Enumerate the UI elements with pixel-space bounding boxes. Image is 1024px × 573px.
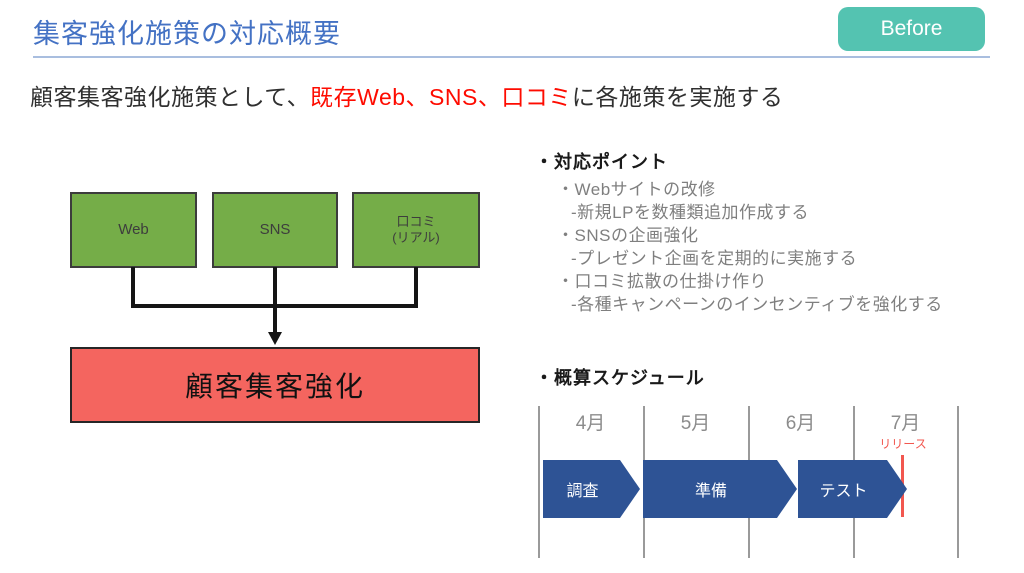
point-title: ・SNSの企画強化 xyxy=(557,226,699,245)
source-box-sns: SNS xyxy=(212,192,338,268)
point-detail: -新規LPを数種類追加作成する xyxy=(571,203,809,222)
points-list: ・Webサイトの改修 -新規LPを数種類追加作成する ・SNSの企画強化 -プレ… xyxy=(557,178,1017,316)
target-box: 顧客集客強化 xyxy=(70,347,480,423)
list-item: ・SNSの企画強化 -プレゼント企画を定期的に実施する xyxy=(557,224,1017,270)
point-detail: -プレゼント企画を定期的に実施する xyxy=(571,249,858,268)
source-box-kuchikomi: 口コミ (リアル) xyxy=(352,192,480,268)
month-label-july: 7月 xyxy=(890,413,921,434)
month-label-april: 4月 xyxy=(575,413,606,434)
month-label-june: 6月 xyxy=(785,413,816,434)
phase-arrow-preparation-label: 準備 xyxy=(694,483,727,500)
connector-arrow xyxy=(131,267,418,345)
phase-arrow-test-label: テスト xyxy=(819,483,868,500)
page-title: 集客強化施策の対応概要 xyxy=(33,19,341,49)
timeline-grid-line xyxy=(957,406,959,558)
subtitle-suffix: に各施策を実施する xyxy=(571,84,784,110)
phase-arrow-preparation: 準備 xyxy=(643,460,797,518)
list-item: ・Webサイトの改修 -新規LPを数種類追加作成する xyxy=(557,178,1017,224)
source-box-sns-label: SNS xyxy=(259,220,291,238)
source-box-web-label: Web xyxy=(118,220,149,238)
target-box-label: 顧客集客強化 xyxy=(184,371,365,402)
before-badge-label: Before xyxy=(880,17,943,40)
schedule-heading: ・概算スケジュール xyxy=(535,368,705,388)
month-label-may: 5月 xyxy=(680,413,711,434)
subtitle-prefix: 顧客集客強化施策として、 xyxy=(30,84,311,110)
phase-arrow-research-label: 調査 xyxy=(566,483,599,500)
point-title: ・口コミ拡散の仕掛け作り xyxy=(557,272,767,291)
source-box-kuchikomi-label-line1: 口コミ xyxy=(396,213,436,229)
source-box-web: Web xyxy=(70,192,197,268)
phase-arrow-research: 調査 xyxy=(543,460,640,518)
timeline-grid-line xyxy=(538,406,540,558)
points-heading: ・対応ポイント xyxy=(535,152,668,172)
release-label: リリース xyxy=(879,437,927,451)
subtitle-highlight: 既存Web、SNS、口コミ xyxy=(310,84,572,110)
phase-arrow-test: テスト xyxy=(798,460,907,518)
title-divider xyxy=(33,56,990,58)
schedule-timeline: 4月 5月 6月 7月 リリース 調査 準備 テスト xyxy=(538,406,959,558)
point-detail: -各種キャンペーンのインセンティブを強化する xyxy=(571,295,943,314)
source-box-kuchikomi-label-line2: (リアル) xyxy=(392,230,440,245)
before-badge: Before xyxy=(838,7,985,51)
list-item: ・口コミ拡散の仕掛け作り -各種キャンペーンのインセンティブを強化する xyxy=(557,270,1017,316)
subtitle: 顧客集客強化施策として、既存Web、SNS、口コミに各施策を実施する xyxy=(30,78,990,112)
point-title: ・Webサイトの改修 xyxy=(557,180,716,199)
